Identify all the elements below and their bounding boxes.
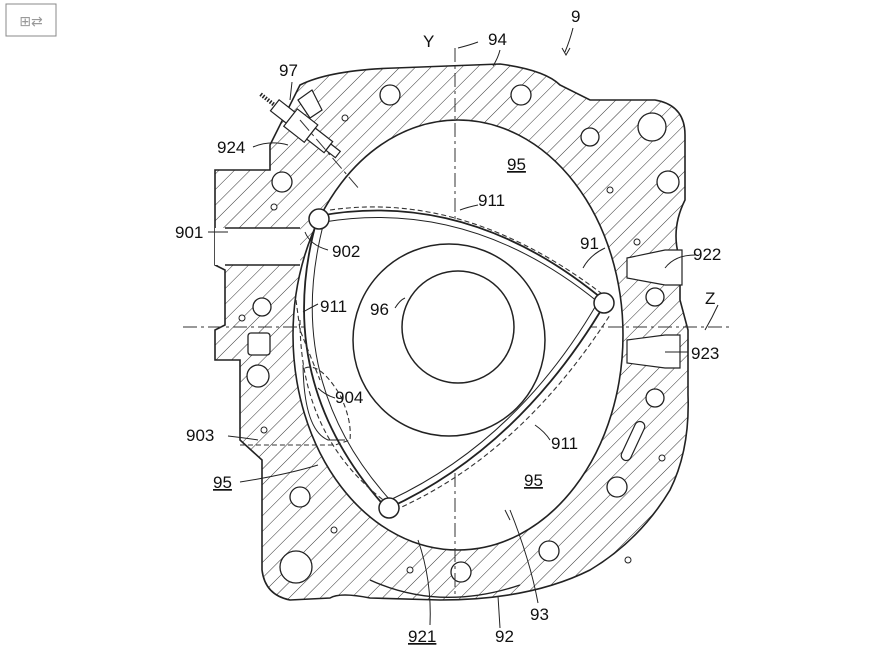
label-95-right: 95 [524,471,543,490]
leader-lines [208,27,719,629]
label-904: 904 [335,388,363,407]
label-923: 923 [691,344,719,363]
label-922: 922 [693,245,721,264]
label-93: 93 [530,605,549,624]
bolt-holes [238,84,680,584]
rotor [299,206,615,519]
label-z-axis: Z [705,289,715,308]
spark-plug [259,89,361,191]
label-94: 94 [488,30,507,49]
label-901: 901 [175,223,203,242]
label-95-left: 95 [213,473,232,492]
label-902: 902 [332,242,360,261]
label-92: 92 [495,627,514,645]
label-924: 924 [217,138,245,157]
patent-stamp-icon: ⊞⇄ [5,3,57,37]
callout-labels: 9 94 Y 97 924 95 911 901 902 91 922 Z 91… [175,7,721,645]
label-97: 97 [279,61,298,80]
label-911-top: 911 [478,191,505,210]
label-911-bottom: 911 [551,434,578,453]
label-y-axis: Y [423,32,434,51]
label-95-top: 95 [507,155,526,174]
label-9: 9 [571,7,580,26]
auxiliary-port [240,299,351,446]
label-96: 96 [370,300,389,319]
label-903: 903 [186,426,214,445]
svg-text:⊞⇄: ⊞⇄ [19,14,43,30]
label-921: 921 [408,627,436,645]
label-911-left: 911 [320,297,347,316]
label-91: 91 [580,234,599,253]
side-plugs [626,249,683,369]
